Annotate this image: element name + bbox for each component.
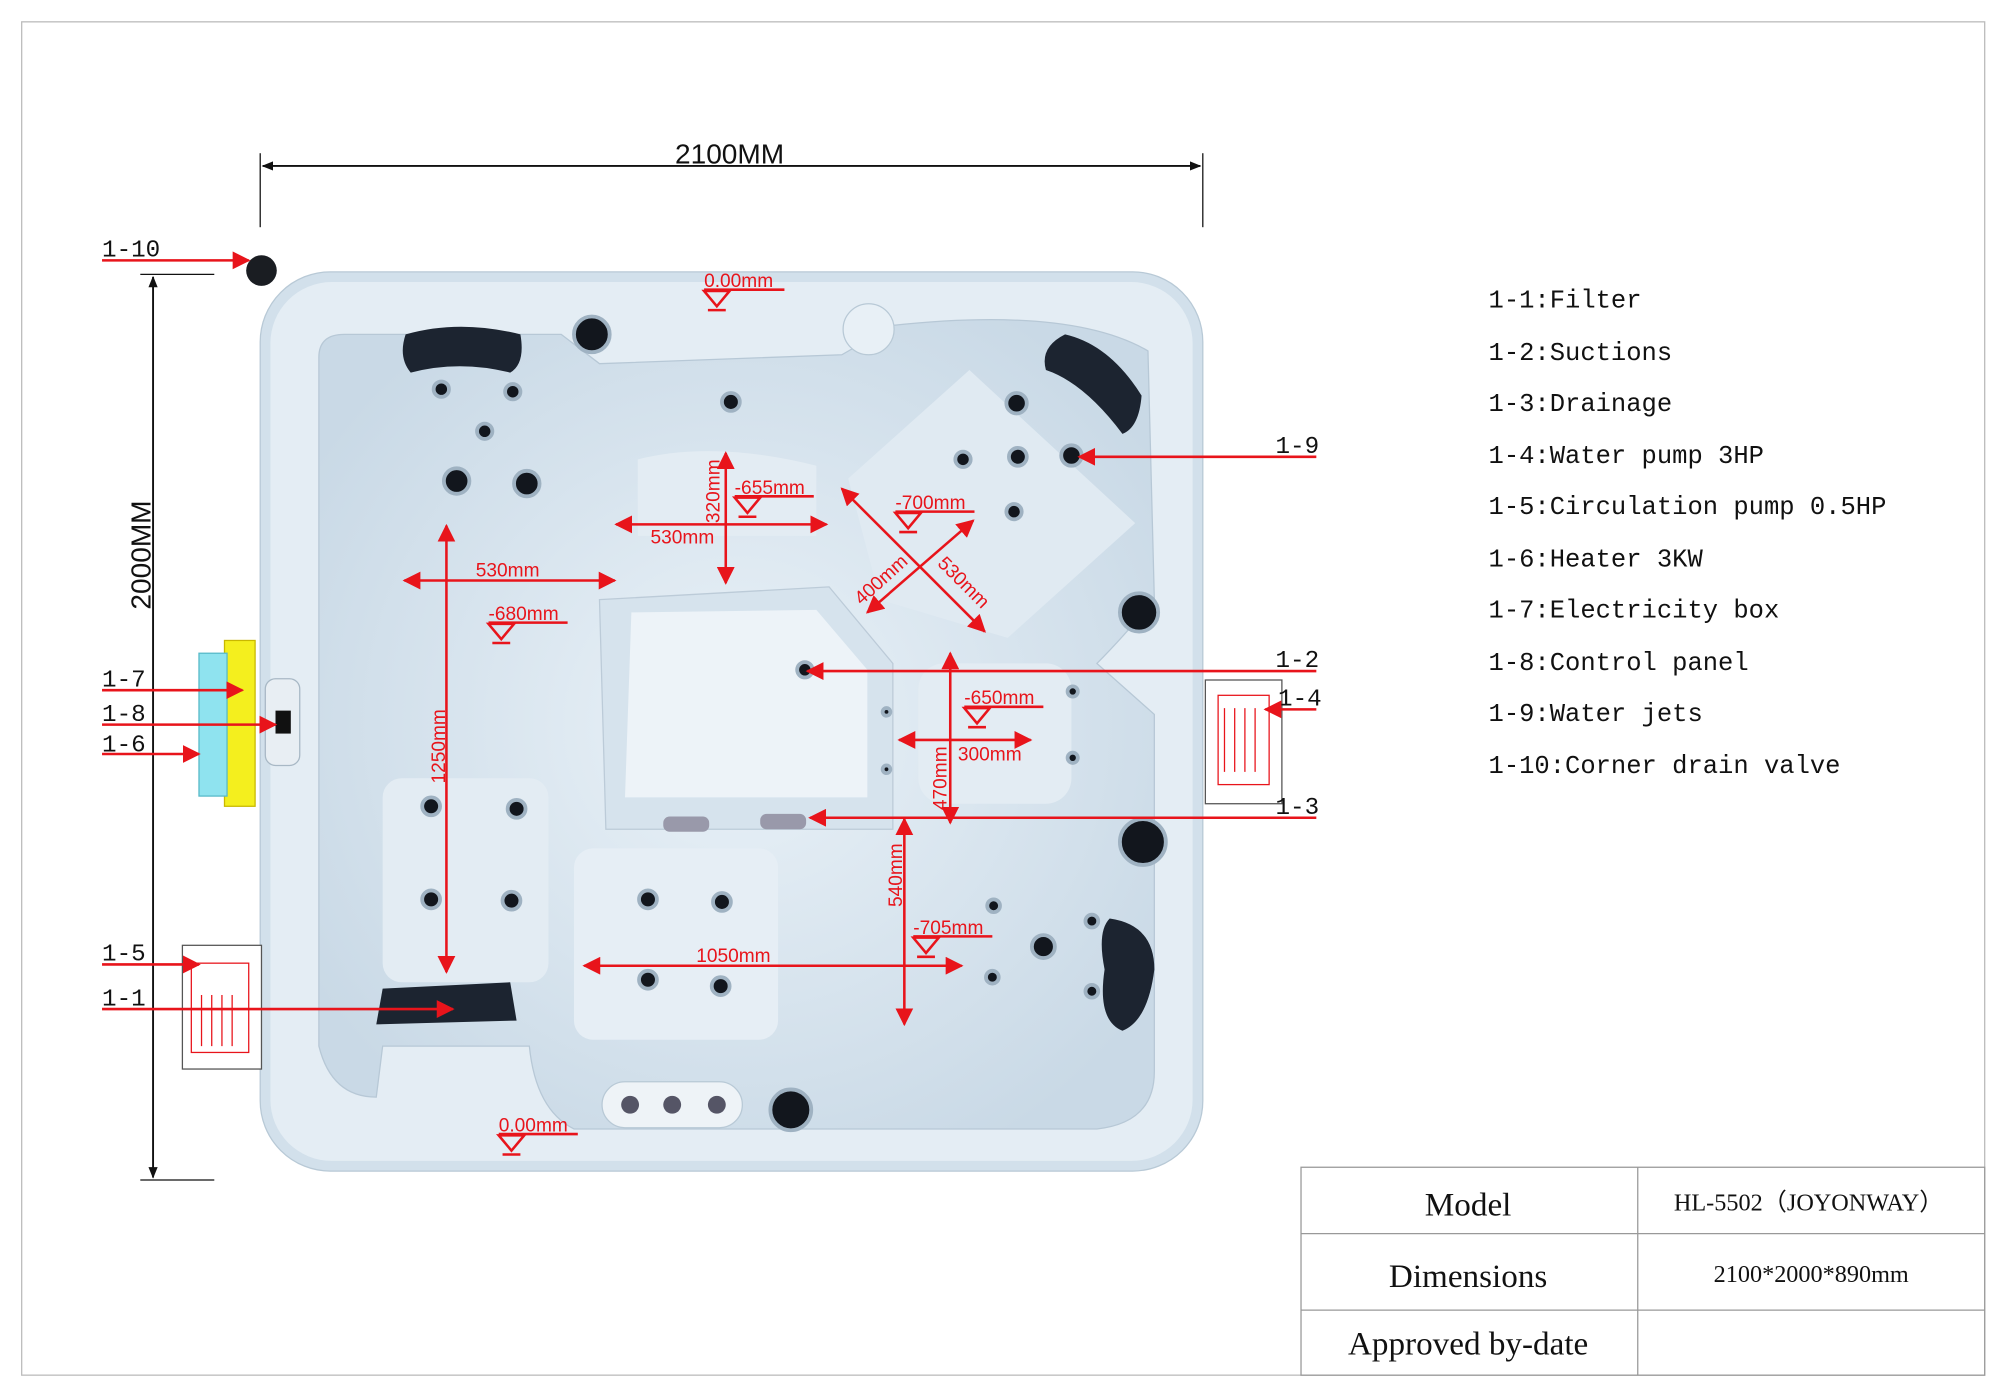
svg-text:-680mm: -680mm [489,604,559,625]
legend-item: 1-5:Circulation pump 0.5HP [1489,493,1887,522]
spec-table: Model HL-5502（JOYONWAY） Dimensions 2100*… [1300,1166,1986,1376]
callout-1-9: 1-9 [1077,434,1319,466]
callout-1-8: 1-8 [102,702,278,734]
component-legend: 1-1:Filter 1-2:Suctions 1-3:Drainage 1-4… [1489,287,1887,782]
circulation-pump-icon [181,944,263,1070]
callout-1-3: 1-3 [808,795,1319,827]
level-marker: 0.00mm [701,271,785,312]
svg-text:1-6: 1-6 [102,732,146,759]
svg-text:470mm: 470mm [930,746,951,810]
dimensions-value: 2100*2000*890mm [1714,1261,1909,1288]
legend-item: 1-9:Water jets [1489,700,1703,729]
svg-text:0.00mm: 0.00mm [499,1116,568,1137]
approved-label: Approved by-date [1348,1326,1588,1363]
pillow-icon [402,326,522,373]
sheet-border [21,21,1986,1376]
dim-1250: 1250mm [429,523,456,974]
dim-540: 540mm [886,817,914,1027]
callout-1-6: 1-6 [102,732,201,763]
callout-1-1: 1-1 [102,986,455,1019]
headrests [376,326,1155,1031]
callout-1-4: 1-4 [1263,687,1322,719]
svg-text:-650mm: -650mm [964,688,1034,709]
water-jets [420,314,1168,1133]
corner-drain-valve-icon [246,255,277,286]
svg-text:530mm: 530mm [476,561,540,582]
footwell [625,609,868,798]
svg-text:300mm: 300mm [958,744,1022,765]
pillow-icon [1101,918,1155,1031]
svg-text:1250mm: 1250mm [429,709,450,783]
svg-text:-655mm: -655mm [735,478,805,499]
svg-text:1050mm: 1050mm [696,946,770,967]
callout-1-10: 1-10 [102,238,251,270]
overall-width-dimension: 2100MM [259,138,1204,228]
svg-text:-705mm: -705mm [913,918,983,939]
dim-1050: 1050mm [582,946,964,975]
overall-depth-dimension: 2000MM [126,273,215,1181]
legend-item: 1-4:Water pump 3HP [1489,442,1764,471]
svg-text:530mm: 530mm [651,528,715,549]
svg-text:320mm: 320mm [703,459,724,523]
depth-label: 2000MM [126,500,157,609]
legend-item: 1-8:Control panel [1489,649,1749,678]
callouts: 1-10 1-7 1-8 1-6 1-5 1-1 1-9 1-2 1-4 1-3 [102,238,1322,1019]
model-value: HL-5502（JOYONWAY） [1674,1190,1944,1217]
level-marker: -680mm [485,604,568,645]
callout-1-5: 1-5 [102,942,201,974]
legend-item: 1-1:Filter [1489,287,1642,316]
dim-530-seat: 530mm [614,515,829,549]
level-marker: -650mm [961,688,1044,729]
legend-item: 1-7:Electricity box [1489,597,1780,626]
callout-1-7: 1-7 [102,667,245,700]
svg-text:0.00mm: 0.00mm [704,271,773,292]
callout-1-2: 1-2 [805,648,1319,681]
dimensions-label: Dimensions [1389,1258,1547,1295]
level-marker: -705mm [910,918,993,959]
model-label: Model [1425,1187,1512,1224]
dim-300: 300mm [897,731,1033,765]
width-label: 2100MM [675,138,784,169]
level-marker: 0.00mm [496,1116,578,1156]
pillow-icon [1044,334,1142,434]
legend-item: 1-10:Corner drain valve [1489,752,1841,781]
filter-icon [376,982,517,1025]
legend-item: 1-2:Suctions [1489,339,1673,368]
water-pump-icon [1204,679,1283,805]
legend-item: 1-3:Drainage [1489,390,1673,419]
legend-item: 1-6:Heater 3KW [1489,545,1704,574]
svg-text:540mm: 540mm [886,843,907,907]
dim-470: 470mm [930,651,960,825]
